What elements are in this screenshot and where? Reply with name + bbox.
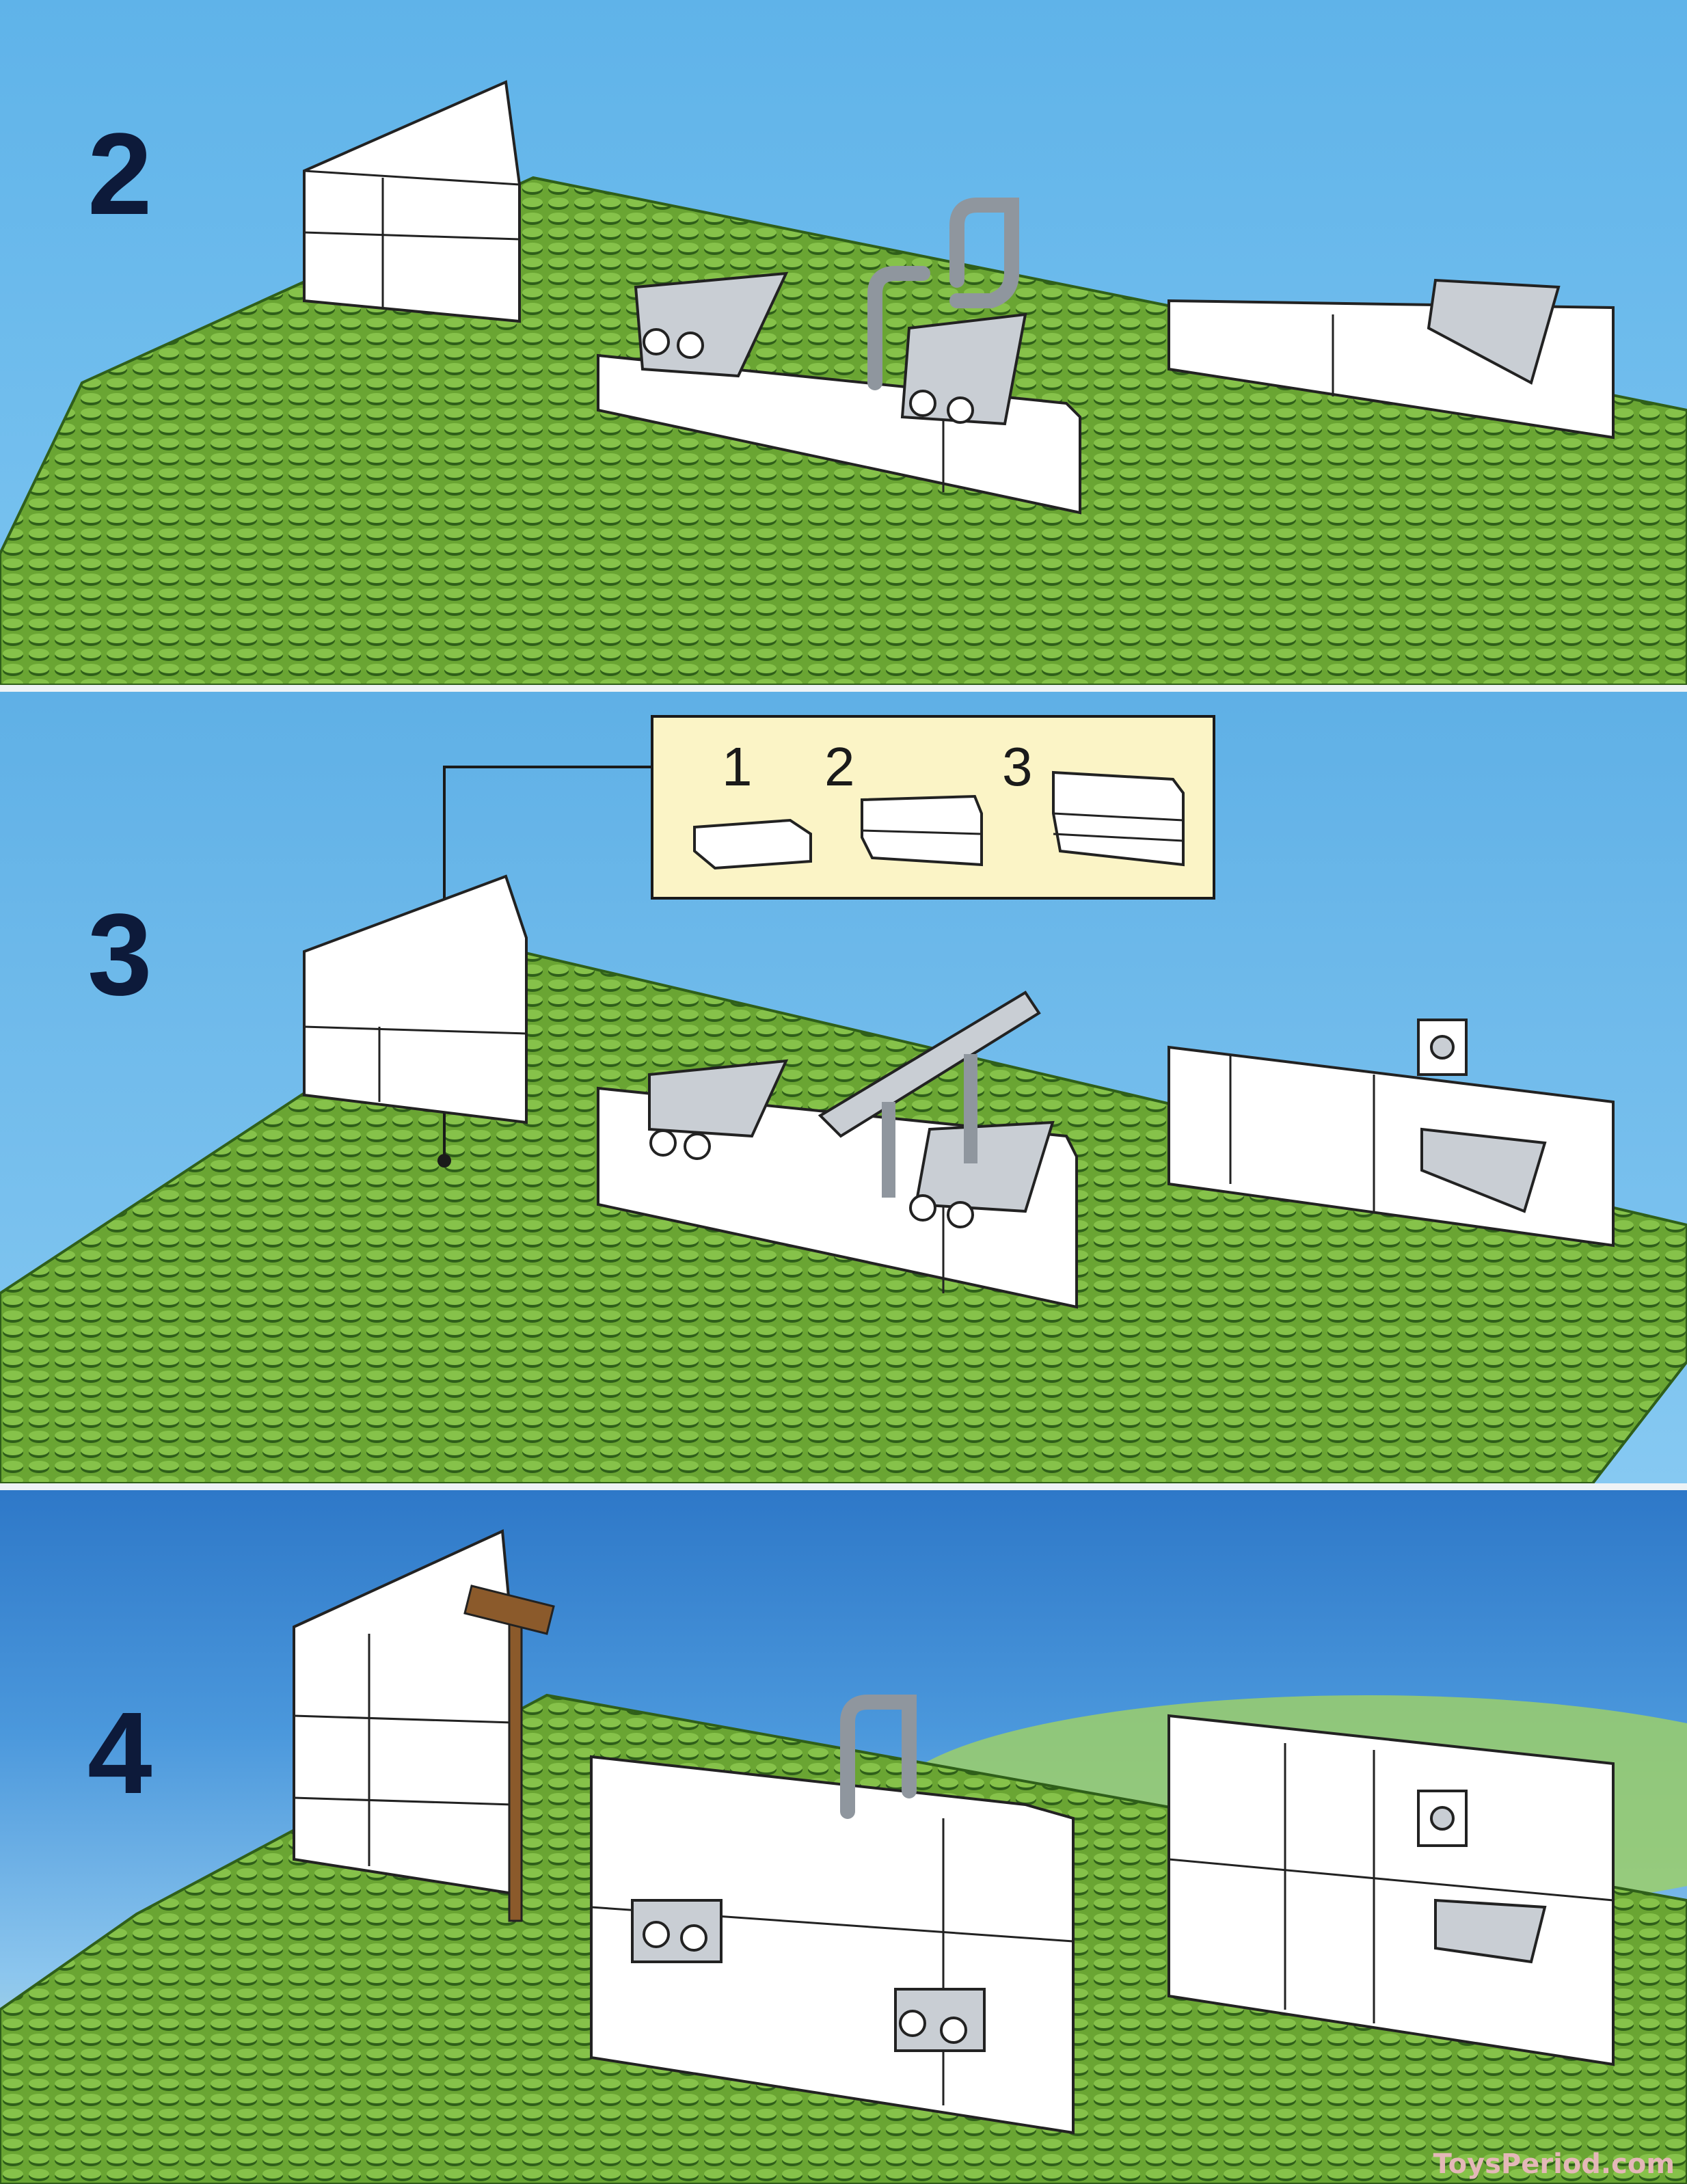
step-number: 2: [87, 109, 152, 239]
brick-icon: [861, 794, 983, 867]
sink-icon: [1417, 1019, 1547, 1213]
brick-wall-icon: [293, 1529, 514, 1896]
brick-wall-icon: [1168, 1714, 1615, 2066]
divider: [0, 1483, 1687, 1490]
sink-icon: [648, 1059, 789, 1160]
divider: [0, 685, 1687, 692]
brick-icon: [693, 818, 812, 870]
step-2-scene: [0, 80, 1687, 685]
step-4-scene: [0, 1529, 1687, 2184]
sink-icon: [1427, 278, 1561, 385]
sink-icon: [894, 1988, 986, 2052]
faucet-icon: [818, 990, 1041, 1198]
sink-icon: [631, 1899, 723, 1963]
substep-number: 3: [1002, 736, 1033, 797]
brush-icon: [463, 1585, 555, 1922]
sink-icon: [900, 312, 1027, 426]
substep-number: 2: [824, 736, 855, 797]
step-number: 3: [87, 890, 152, 1020]
substep-bricks: [693, 770, 1185, 870]
step-4-panel: 4: [0, 1490, 1687, 2184]
step-3-scene: [0, 766, 1687, 1483]
substep-inset: 1 2 3: [651, 715, 1215, 900]
brick-wall-icon: [303, 874, 528, 1124]
step-number: 4: [87, 1688, 152, 1818]
sink-icon: [1417, 1790, 1547, 1964]
brick-icon: [1052, 770, 1185, 867]
step-2-panel: 2: [0, 0, 1687, 685]
substep-number: 1: [722, 736, 753, 797]
brick-wall-icon: [303, 80, 521, 323]
watermark: ToysPeriod.com: [1433, 2148, 1675, 2180]
sink-icon: [634, 271, 789, 378]
faucet-icon: [867, 198, 1019, 390]
faucet-icon: [840, 1695, 917, 1819]
sink-icon: [909, 1120, 1055, 1228]
